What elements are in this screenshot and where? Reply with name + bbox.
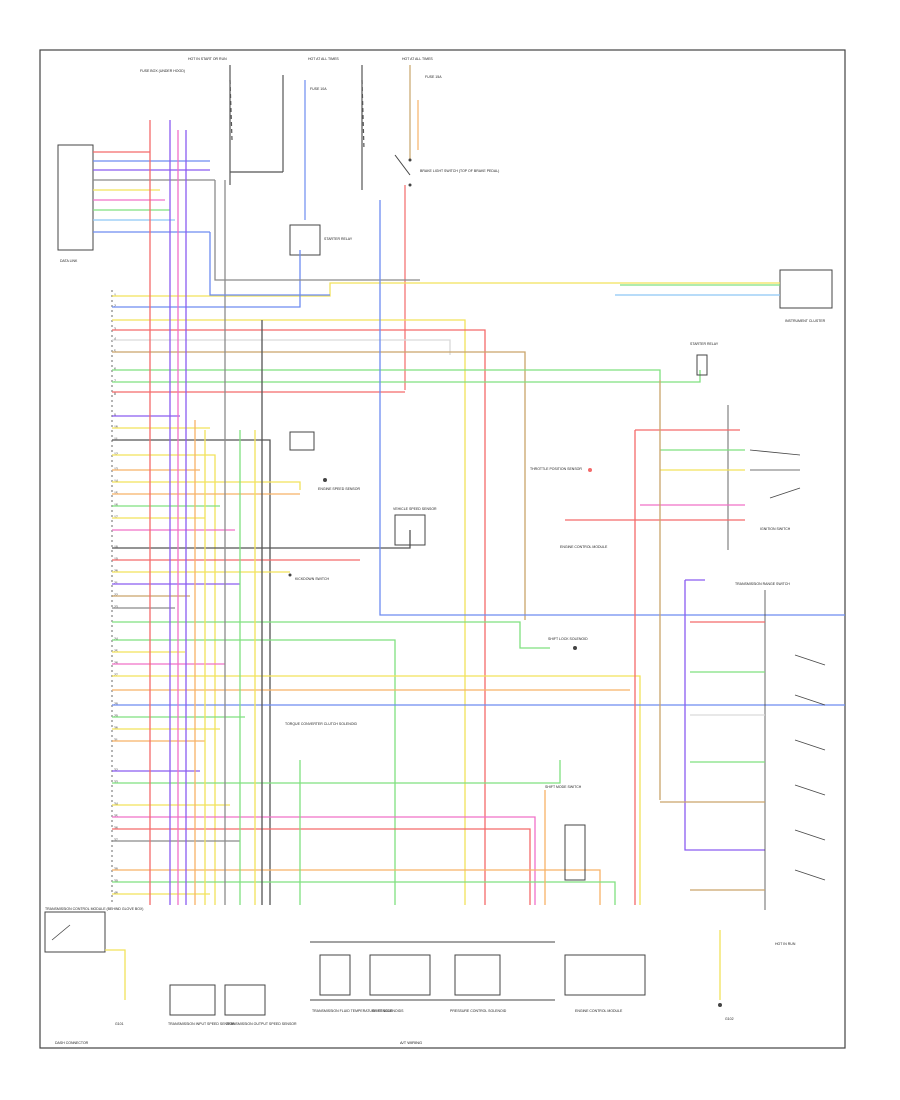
diagram-frame <box>39 49 846 1049</box>
engine-speed-sensor: ENGINE SPEED SENSOR <box>289 431 360 491</box>
dash-connector-label: DASH CONNECTOR <box>55 1041 89 1045</box>
fuse-box-label: FUSE BOX (UNDER HOOD) <box>140 69 185 73</box>
instrument-cluster-label: INSTRUMENT CLUSTER <box>785 319 826 323</box>
hot-all-times-label-2: HOT AT ALL TIMES <box>402 57 433 61</box>
svg-text:7: 7 <box>114 379 116 383</box>
svg-text:36: 36 <box>114 826 118 830</box>
svg-text:8: 8 <box>114 392 116 396</box>
svg-text:27: 27 <box>114 673 118 677</box>
tcm-connector-column: 1 2 3 4 5 6 7 8 9 10 11 12 13 14 15 16 1… <box>111 290 118 905</box>
shift-mode-switch: SHIFT MODE SWITCH <box>544 785 586 905</box>
throttle-position-sensor: THROTTLE POSITION SENSOR <box>530 467 592 472</box>
ground-right: G102 HOT IN RUN <box>718 930 796 1021</box>
top-power-feeds: HOT IN START OR RUN HOT AT ALL TIMES HOT… <box>140 57 442 220</box>
vertical-bundle <box>149 120 845 905</box>
throttle-pot-label: THROTTLE POSITION SENSOR <box>530 467 582 471</box>
svg-text:17: 17 <box>114 515 118 519</box>
kickdown-switch: KICKDOWN SWITCH <box>288 573 329 581</box>
svg-text:16: 16 <box>114 503 118 507</box>
svg-text:9: 9 <box>114 413 116 417</box>
svg-text:26: 26 <box>114 661 118 665</box>
fuse-2-label: FUSE 15A <box>425 75 442 79</box>
svg-text:31: 31 <box>114 738 118 742</box>
svg-text:5: 5 <box>114 349 116 353</box>
svg-text:14: 14 <box>114 479 118 483</box>
svg-text:25: 25 <box>114 649 118 653</box>
engine-control-module: ENGINE CONTROL MODULE <box>560 545 608 549</box>
svg-text:13: 13 <box>114 467 118 471</box>
svg-text:21: 21 <box>114 581 118 585</box>
ignition-label: IGNITION SWITCH <box>760 527 791 531</box>
svg-text:2: 2 <box>114 304 116 308</box>
svg-text:34: 34 <box>114 802 118 806</box>
svg-text:29: 29 <box>114 714 118 718</box>
engine-speed-sensor-label: ENGINE SPEED SENSOR <box>318 487 360 491</box>
svg-text:12: 12 <box>114 452 118 456</box>
pin-label: 1 <box>114 293 116 297</box>
svg-text:23: 23 <box>114 605 118 609</box>
ignition-switch: IGNITION SWITCH <box>565 380 801 905</box>
vehicle-speed-sensor: VEHICLE SPEED SENSOR <box>393 507 437 546</box>
brake-switch-label: BRAKE LIGHT SWITCH (TOP OF BRAKE PEDAL) <box>420 169 499 173</box>
relay-module: STARTER RELAY <box>289 224 353 256</box>
range-switch-label: TRANSMISSION RANGE SWITCH <box>735 582 790 586</box>
kickdown-label: KICKDOWN SWITCH <box>295 577 329 581</box>
svg-text:22: 22 <box>114 593 118 597</box>
bottom-connectors: TRANSMISSION FLUID TEMPERATURE SENSOR SH… <box>168 941 646 1026</box>
ground-right-label: G102 <box>725 1017 734 1021</box>
svg-text:4: 4 <box>114 337 116 341</box>
pressure-control-label: PRESSURE CONTROL SOLENOID <box>450 1009 507 1013</box>
svg-text:30: 30 <box>114 726 118 730</box>
brake-light-switch: BRAKE LIGHT SWITCH (TOP OF BRAKE PEDAL) <box>394 154 499 390</box>
hot-start-run-label: HOT IN START OR RUN <box>188 57 227 61</box>
trans-range-switch: TRANSMISSION RANGE SWITCH <box>660 579 826 910</box>
hot-all-times-label-1: HOT AT ALL TIMES <box>308 57 339 61</box>
svg-text:20: 20 <box>114 569 118 573</box>
shift-lock-solenoid: SHIFT LOCK SOLENOID <box>548 637 588 650</box>
svg-text:38: 38 <box>114 867 118 871</box>
svg-text:3: 3 <box>114 327 116 331</box>
svg-text:33: 33 <box>114 780 118 784</box>
svg-text:35: 35 <box>114 814 118 818</box>
svg-text:28: 28 <box>114 702 118 706</box>
svg-text:15: 15 <box>114 491 118 495</box>
data-link-label: DATA LINK <box>60 259 78 263</box>
svg-text:6: 6 <box>114 367 116 371</box>
ecm-label: ENGINE CONTROL MODULE <box>560 545 608 549</box>
hot-in-run-label: HOT IN RUN <box>775 942 796 946</box>
tcm-wiring <box>112 250 845 905</box>
svg-text:40: 40 <box>114 891 118 895</box>
data-link-connector: DATA LINK <box>57 144 215 263</box>
svg-text:37: 37 <box>114 838 118 842</box>
svg-text:10: 10 <box>114 425 118 429</box>
trans-temp-label: TRANSMISSION FLUID TEMPERATURE SENSOR <box>312 1009 393 1013</box>
tcm-module: TRANSMISSION CONTROL MODULE (BEHIND GLOV… <box>44 907 143 1026</box>
svg-text:19: 19 <box>114 557 118 561</box>
relay-top-right: STARTER RELAY <box>690 342 719 376</box>
footer-label: A/T WIRING <box>400 1040 422 1045</box>
tcm-label: TRANSMISSION CONTROL MODULE (BEHIND GLOV… <box>45 907 143 911</box>
svg-text:18: 18 <box>114 545 118 549</box>
ecm-bottom-label: ENGINE CONTROL MODULE <box>575 1009 623 1013</box>
shift-solenoids-label: SHIFT SOLENOIDS <box>372 1009 404 1013</box>
tcm-ground-label: G101 <box>115 1022 124 1026</box>
torque-converter-clutch: TORQUE CONVERTER CLUTCH SOLENOID <box>285 722 357 905</box>
svg-text:24: 24 <box>114 637 118 641</box>
trans-output-label: TRANSMISSION OUTPUT SPEED SENSOR <box>226 1022 297 1026</box>
shift-lock-label: SHIFT LOCK SOLENOID <box>548 637 588 641</box>
fuse-1-label: FUSE 10A <box>310 87 327 91</box>
relay-label: STARTER RELAY <box>324 237 353 241</box>
relay-top-right-label: STARTER RELAY <box>690 342 719 346</box>
shift-mode-label: SHIFT MODE SWITCH <box>545 785 582 789</box>
svg-text:11: 11 <box>114 437 118 441</box>
torque-conv-label: TORQUE CONVERTER CLUTCH SOLENOID <box>285 722 357 726</box>
instrument-cluster: INSTRUMENT CLUSTER <box>615 269 833 323</box>
svg-text:32: 32 <box>114 768 118 772</box>
vss-label: VEHICLE SPEED SENSOR <box>393 507 437 511</box>
svg-text:39: 39 <box>114 879 118 883</box>
trans-input-label: TRANSMISSION INPUT SPEED SENSOR <box>168 1022 235 1026</box>
